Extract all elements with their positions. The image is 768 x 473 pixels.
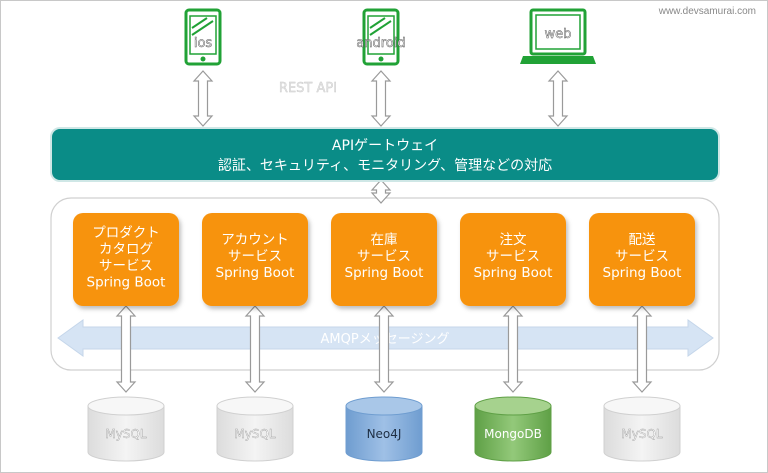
database-5: MySQL (603, 396, 681, 462)
service-label-line: 注文 (500, 232, 528, 248)
smartphone-icon (362, 8, 400, 66)
service-label-line: アカウント (221, 232, 289, 248)
service-db-arrow-5 (631, 305, 653, 393)
service-label-line: カタログ (99, 242, 153, 258)
service-label-line: サービス (99, 258, 153, 274)
database-label: MySQL (621, 427, 663, 441)
service-label-line: プロダクト (92, 225, 160, 241)
client-web: web (520, 8, 596, 64)
service-label-line: 配送 (629, 232, 657, 248)
database-icon (87, 396, 165, 462)
service-label-line: Spring Boot (216, 265, 295, 281)
client-label: android (356, 36, 405, 51)
database-1: MySQL (87, 396, 165, 462)
database-icon (345, 396, 423, 462)
service-db-arrow-1 (115, 305, 137, 393)
client-android: android (356, 8, 406, 66)
service-label-line: Spring Boot (474, 265, 553, 281)
database-label: MySQL (105, 427, 147, 441)
service-label-line: サービス (357, 249, 411, 265)
service-db-arrow-2 (244, 305, 266, 393)
database-2: MySQL (216, 396, 294, 462)
gateway-subtitle: 認証、セキュリティ、モニタリング、管理などの対応 (218, 158, 552, 174)
client-label: ios (194, 36, 213, 51)
connector-arrows (115, 70, 653, 393)
service-label-line: 在庫 (371, 232, 398, 248)
clients: ios android web (184, 8, 596, 66)
service-label-line: サービス (615, 249, 669, 265)
database-3: Neo4J (345, 396, 423, 462)
database-label: MongoDB (484, 427, 542, 441)
databases: MySQL MySQL Neo4J MongoDB MySQL (87, 396, 681, 462)
api-gateway: APIゲートウェイ 認証、セキュリティ、モニタリング、管理などの対応 (50, 127, 720, 182)
watermark: www.devsamurai.com (658, 6, 756, 17)
service-db-arrow-3 (373, 305, 395, 393)
service-label-line: サービス (486, 249, 540, 265)
laptop-icon (520, 8, 596, 64)
database-label: MySQL (234, 427, 276, 441)
service-label-line: Spring Boot (87, 275, 166, 291)
client-gateway-arrow-2 (370, 70, 392, 127)
service-label-line: Spring Boot (603, 265, 682, 281)
database-4: MongoDB (474, 396, 552, 462)
client-gateway-arrow-1 (192, 70, 214, 127)
client-ios: ios (184, 8, 222, 66)
smartphone-icon (184, 8, 222, 66)
service-db-arrow-4 (502, 305, 524, 393)
database-icon (474, 396, 552, 462)
database-icon (216, 396, 294, 462)
gateway-services-arrow (370, 179, 392, 204)
database-label: Neo4J (367, 427, 402, 441)
client-gateway-arrow-3 (547, 70, 569, 127)
gateway-title: APIゲートウェイ (332, 138, 438, 154)
database-icon (603, 396, 681, 462)
service-label-line: サービス (228, 249, 282, 265)
client-label: web (545, 27, 572, 42)
rest-api-label: REST API (279, 81, 337, 96)
service-label-line: Spring Boot (345, 265, 424, 281)
